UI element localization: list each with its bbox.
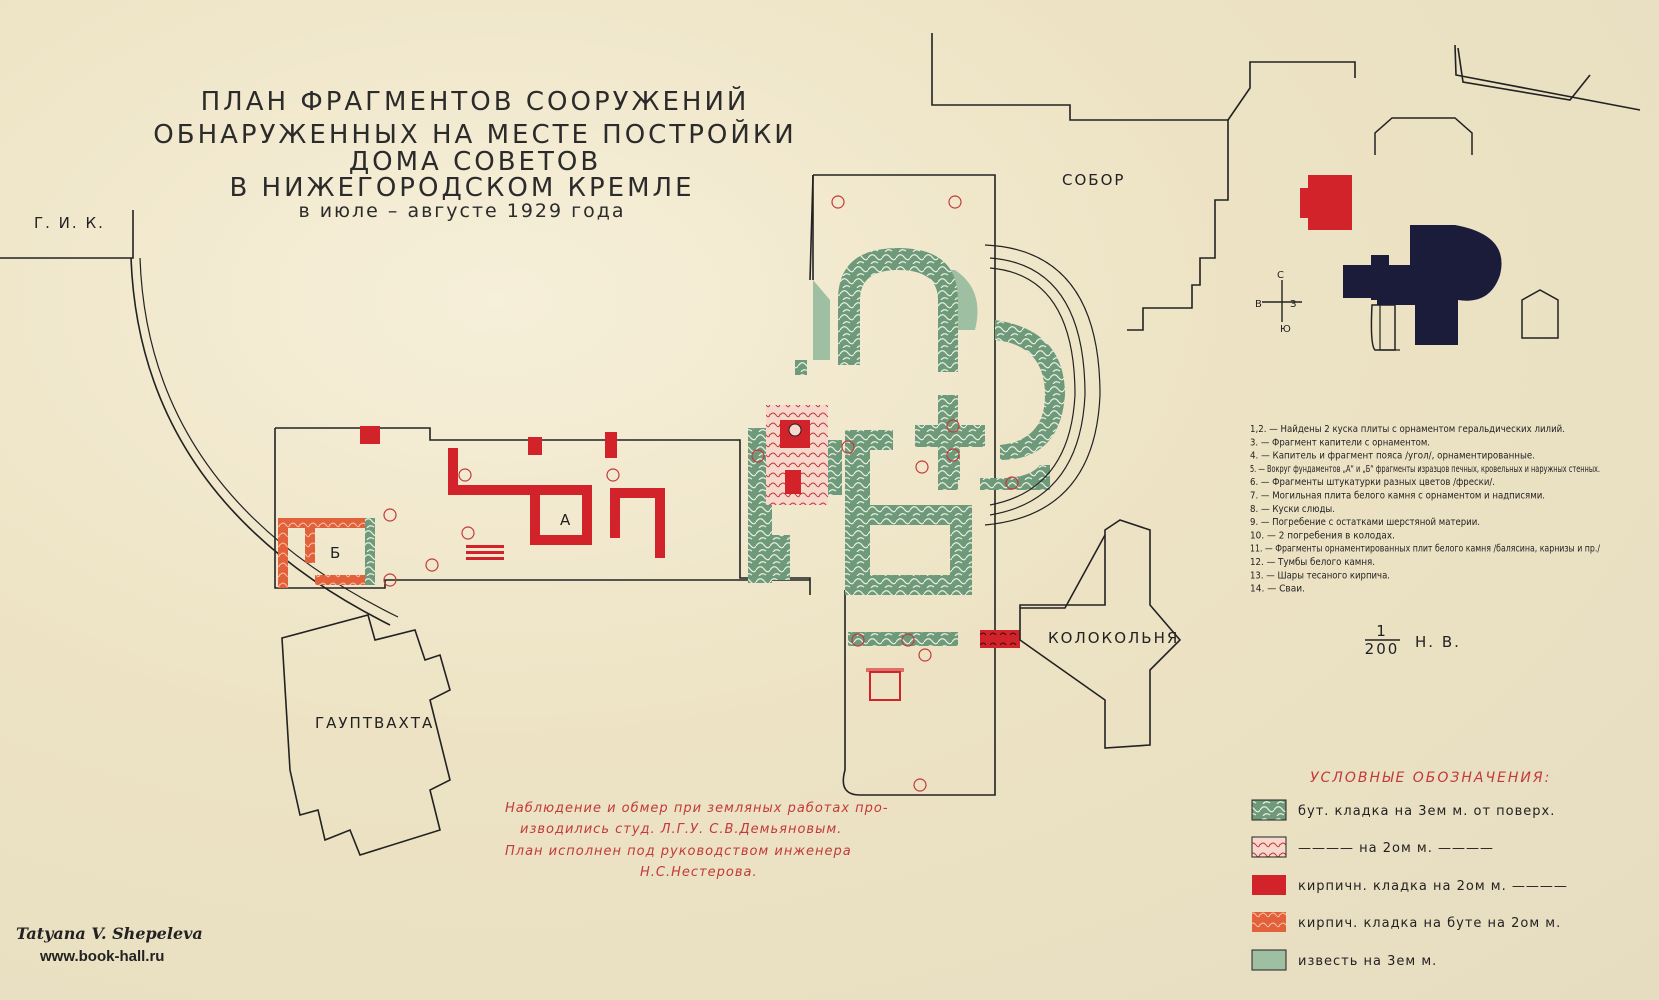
legend-item-1: бут. кладка на 3ем м. от поверх.: [1298, 804, 1555, 819]
scale-denominator: 200: [1365, 640, 1400, 658]
findings-notes: 1,2. — Найдены 2 куска плиты с орнаменто…: [1250, 424, 1600, 595]
legend-swatch-lime: [1251, 949, 1287, 971]
title-line-5: в июле – августе 1929 года: [298, 200, 625, 222]
legend-item-4: кирпич. кладка на буте на 2ом м.: [1298, 916, 1561, 931]
note-item: 14. — Сваи.: [1250, 584, 1305, 595]
label-b: Б: [330, 544, 342, 562]
title-block: ПЛАН ФРАГМЕНТОВ СООРУЖЕНИЙ ОБНАРУЖЕННЫХ …: [153, 85, 796, 222]
note-item: 9. — Погребение с остатками шерстяной ма…: [1250, 517, 1480, 528]
bell-tower: КОЛОКОЛЬНЯ: [1019, 519, 1182, 749]
legend-swatch-brick: [1252, 875, 1286, 895]
excavation-outline: [274, 174, 996, 796]
note-item: 12. — Тумбы белого камня.: [1250, 557, 1375, 568]
note-item: 1,2. — Найдены 2 куска плиты с орнаменто…: [1250, 424, 1565, 435]
title-line-1: ПЛАН ФРАГМЕНТОВ СООРУЖЕНИЙ: [201, 85, 750, 117]
foundation-a: А: [360, 426, 665, 560]
compass-west: З: [1290, 299, 1296, 310]
watermark-name: Tatyana V. Shepeleva: [16, 924, 203, 943]
note-item: 7. — Могильная плита белого камня с орна…: [1250, 491, 1545, 502]
observation-line-2: изводились студ. Л.Г.У. С.В.Демьяновым.: [520, 822, 842, 837]
title-line-2: ОБНАРУЖЕННЫХ НА МЕСТЕ ПОСТРОЙКИ: [153, 118, 796, 150]
legend-item-5: известь на 3ем м.: [1298, 954, 1437, 969]
legend-swatch-rubble-2m: [1251, 836, 1287, 858]
legend-item-2: ———— на 2ом м. ————: [1298, 841, 1494, 856]
note-item: 8. — Куски слюды.: [1250, 504, 1335, 515]
label-a: А: [560, 511, 572, 529]
note-item: 13. — Шары тесаного кирпича.: [1250, 570, 1390, 581]
legend-title: УСЛОВНЫЕ ОБОЗНАЧЕНИЯ:: [1310, 770, 1551, 786]
gauptvakhta-building: ГАУПТВАХТА: [281, 614, 451, 856]
title-line-3: ДОМА СОВЕТОВ: [349, 147, 601, 177]
sobor-label: СОБОР: [1062, 171, 1125, 189]
compass-rose: С Ю В З: [1255, 270, 1302, 335]
church-plan: [1300, 117, 1559, 351]
gik-building: Г. И. К.: [0, 210, 134, 259]
scale-block: 1 200 Н. В.: [1365, 622, 1461, 658]
compass-south: Ю: [1280, 324, 1291, 335]
kolokolnya-label: КОЛОКОЛЬНЯ: [1048, 629, 1179, 647]
compass-east: В: [1255, 299, 1262, 310]
observation-note: Наблюдение и обмер при земляных работах …: [505, 801, 889, 880]
kremlin-wall-arc: [130, 257, 391, 626]
note-item: 10. — 2 погребения в колодах.: [1250, 530, 1395, 541]
gik-label: Г. И. К.: [34, 214, 105, 232]
note-item: 11. — Фрагменты орнаментированных плит б…: [1250, 544, 1600, 555]
compass-north: С: [1277, 270, 1284, 281]
note-item: 4. — Капитель и фрагмент пояса /угол/, о…: [1250, 451, 1535, 462]
legend-swatch-rubble: [1251, 799, 1287, 821]
legend-item-3: кирпичн. кладка на 2ом м. ————: [1298, 879, 1568, 894]
foundation-b: Б: [278, 518, 375, 588]
observation-line-4: Н.С.Нестерова.: [640, 865, 758, 880]
observation-line-1: Наблюдение и обмер при земляных работах …: [505, 801, 889, 816]
title-line-4: В НИЖЕГОРОДСКОМ КРЕМЛЕ: [229, 173, 694, 203]
observation-line-3: План исполнен под руководством инженера: [505, 844, 852, 859]
scale-numerator: 1: [1376, 622, 1388, 640]
legend-swatch-brick-rubble: [1252, 912, 1286, 932]
watermark-url[interactable]: www.book-hall.ru: [40, 948, 165, 965]
note-item: 6. — Фрагменты штукатурки разных цветов …: [1250, 477, 1495, 488]
gauptvakhta-label: ГАУПТВАХТА: [315, 714, 434, 732]
note-item: 3. — Фрагмент капители с орнаментом.: [1250, 437, 1430, 448]
legend: УСЛОВНЫЕ ОБОЗНАЧЕНИЯ: бут. кладка на 3ем…: [1251, 770, 1568, 971]
scale-suffix: Н. В.: [1415, 633, 1461, 651]
sobor-outline: СОБОР: [931, 33, 1641, 331]
find-markers: [383, 195, 1019, 792]
rubble-structures: [748, 248, 1065, 701]
concentric-arcs: [984, 244, 1101, 526]
note-item: 5. — Вокруг фундаментов „А“ и „Б“ фрагме…: [1250, 464, 1600, 475]
